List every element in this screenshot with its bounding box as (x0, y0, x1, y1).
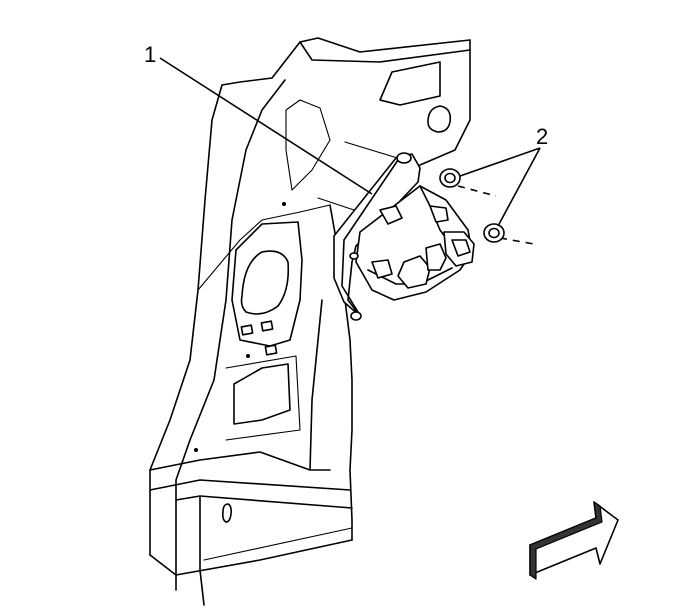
nut-lower (483, 223, 505, 243)
mounting-studs (317, 141, 535, 245)
body-panel (149, 37, 471, 606)
callout-2-leader-lower (497, 147, 541, 227)
control-module (333, 152, 475, 321)
front-arrow-icon (529, 501, 619, 580)
callout-2-label: 2 (536, 124, 548, 149)
callout-1-label: 1 (144, 42, 156, 67)
nut-upper (439, 168, 461, 188)
callout-2-leader-upper (459, 147, 541, 177)
callout-1-leader (159, 57, 373, 195)
